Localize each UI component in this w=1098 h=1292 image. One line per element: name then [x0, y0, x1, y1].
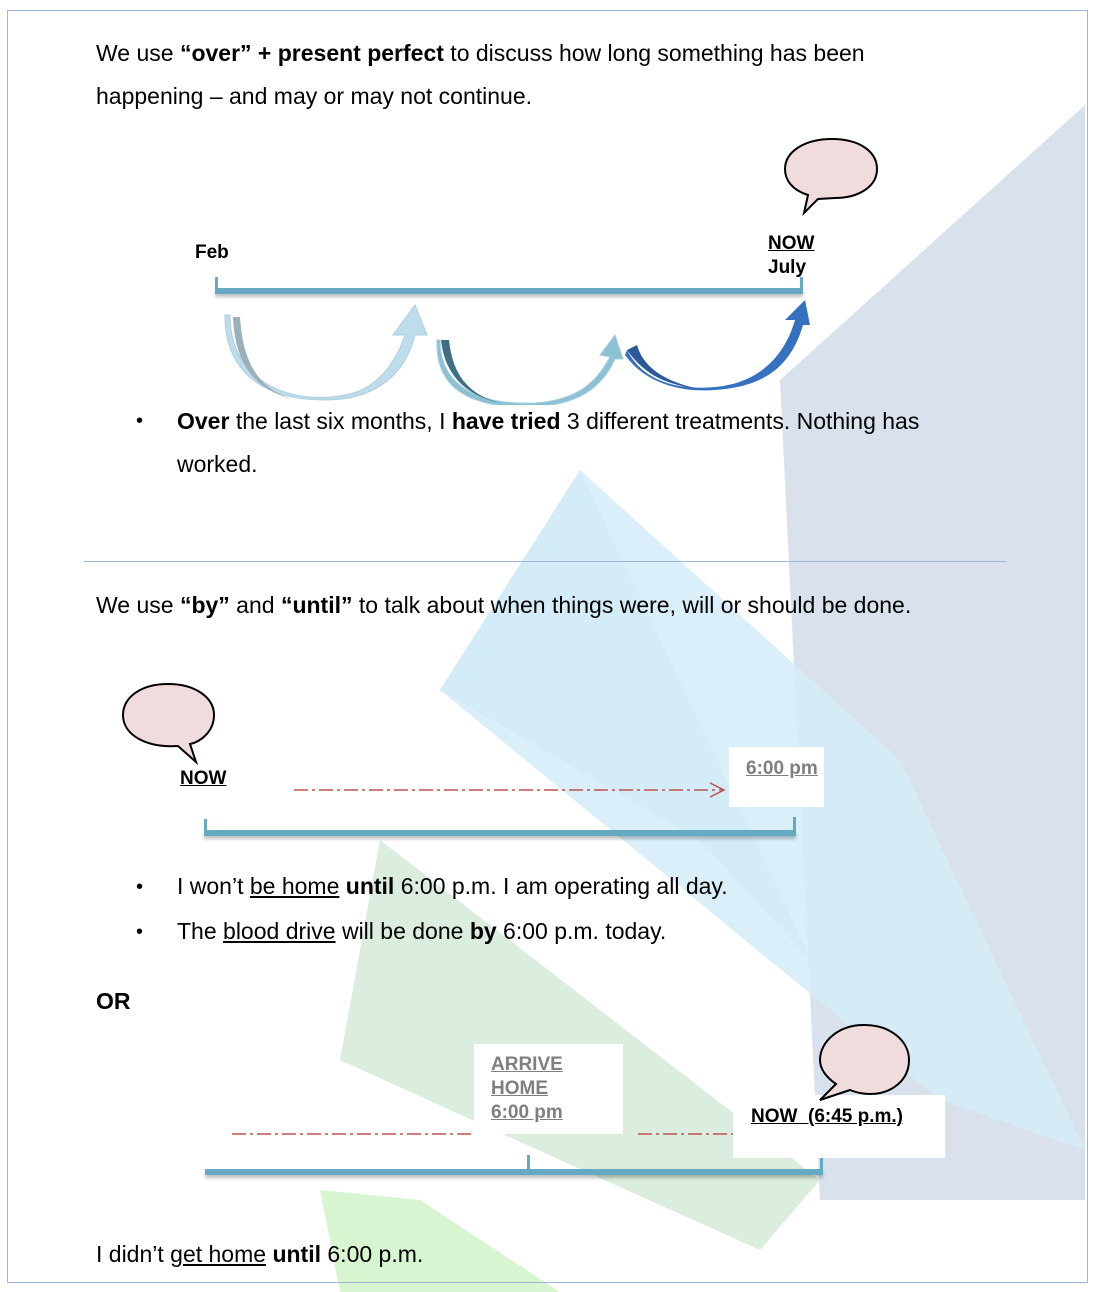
timeline-tick: [527, 1155, 530, 1170]
label-box: [733, 1095, 945, 1158]
section2-bullet-1: I won’t be home until 6:00 p.m. I am ope…: [177, 873, 728, 899]
section1-bullet-line2: worked.: [177, 451, 258, 477]
or-label: OR: [96, 988, 131, 1014]
page-border: [7, 10, 1088, 1283]
label-box: [474, 1044, 623, 1134]
timeline-bar: [204, 830, 796, 836]
timeline-tick: [793, 817, 796, 833]
label-box: [729, 747, 824, 807]
section2-bullet-2: The blood drive will be done by 6:00 p.m…: [177, 918, 667, 944]
timeline-bar: [205, 1169, 823, 1175]
speech-bubble: [121, 682, 216, 765]
section1-intro-line1: We use “over” + present perfect to discu…: [96, 40, 865, 66]
label-box: [764, 232, 850, 287]
timeline-now-label: NOW: [180, 768, 227, 789]
speech-bubble: [783, 137, 879, 217]
timeline-tick: [820, 1158, 823, 1172]
section2-intro: We use “by” and “until” to talk about wh…: [96, 592, 912, 618]
timeline-now-label: NOW: [768, 233, 815, 254]
arrive-label-3: 6:00 pm: [491, 1102, 563, 1123]
timeline-end-label: 6:00 pm: [746, 758, 818, 779]
timeline-bar: [215, 288, 803, 294]
timeline-tick: [215, 277, 218, 294]
bullet-marker: •: [136, 921, 144, 943]
timeline-tick: [204, 819, 207, 833]
speech-bubble: [818, 1023, 911, 1101]
timeline-now-label: NOW (6:45 p.m.): [751, 1106, 904, 1127]
timeline-start-label: Feb: [195, 242, 229, 263]
timeline-tick: [800, 277, 803, 294]
dashed-arrow: [294, 782, 726, 798]
dashed-line: [232, 1133, 475, 1135]
bullet-marker: •: [136, 876, 144, 898]
bullet-marker: •: [136, 410, 144, 432]
curved-arrows: [224, 300, 810, 405]
section1-bullet-line1: Over the last six months, I have tried 3…: [177, 408, 920, 434]
final-sentence: I didn’t get home until 6:00 p.m.: [96, 1241, 424, 1267]
arrive-label-1: ARRIVE: [491, 1054, 563, 1075]
timeline-end-label: July: [768, 257, 807, 278]
arrive-label-2: HOME: [491, 1078, 548, 1099]
section-divider: [84, 561, 1006, 562]
section1-intro-line2: happening – and may or may not continue.: [96, 83, 533, 109]
